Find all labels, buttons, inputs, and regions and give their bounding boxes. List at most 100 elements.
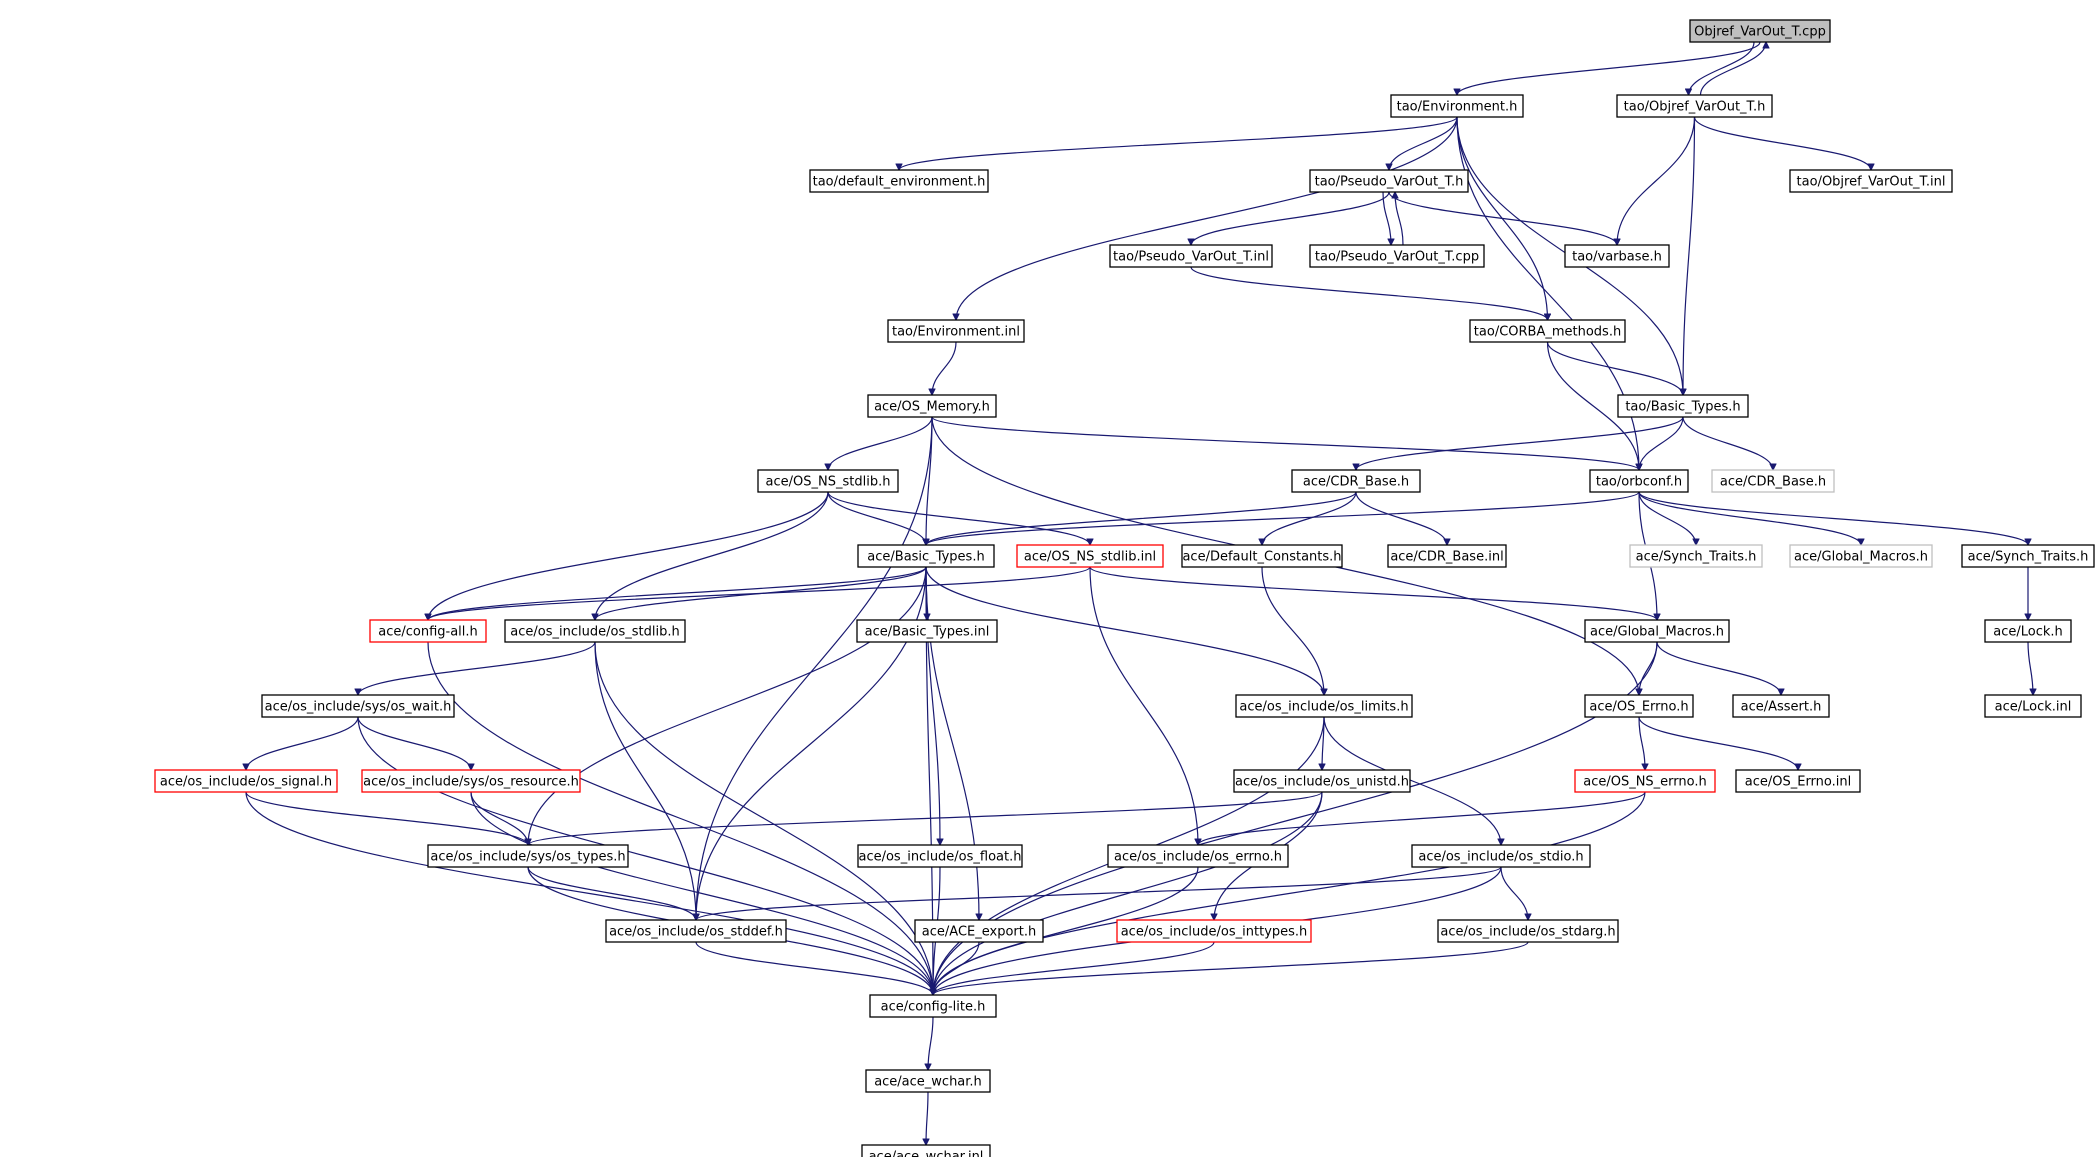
node-ace-os-include-os-stdlib-h[interactable]: ace/os_include/os_stdlib.h [504, 619, 686, 643]
node-box [361, 769, 581, 793]
node-label: ace/Assert.h [1741, 700, 1822, 715]
node-ace-lock-inl[interactable]: ace/Lock.inl [1984, 694, 2082, 718]
node-ace-os-include-os-inttypes-h[interactable]: ace/os_include/os_inttypes.h [1116, 919, 1312, 943]
node-tao-environment-inl[interactable]: tao/Environment.inl [887, 319, 1025, 343]
node-ace-os-memory-h[interactable]: ace/OS_Memory.h [867, 394, 997, 418]
edge-ace-os-memory-h-to-ace-os-ns-stdlib-h [828, 416, 933, 470]
node-tao-pseudo-varout-t-h[interactable]: tao/Pseudo_VarOut_T.h [1309, 169, 1469, 193]
edge-ace-os-ns-stdlib-h-to-ace-basic-types-h [827, 491, 926, 545]
node-ace-basic-types-h[interactable]: ace/Basic_Types.h [857, 544, 995, 568]
node-box [869, 994, 997, 1018]
node-ace-os-include-os-stdio-h[interactable]: ace/os_include/os_stdio.h [1411, 844, 1591, 868]
node-ace-synch-traits-h[interactable]: ace/Synch_Traits.h [1629, 544, 1763, 568]
node-ace-os-ns-stdlib-inl[interactable]: ace/OS_NS_stdlib.inl [1016, 544, 1164, 568]
node-box [1584, 619, 1730, 643]
node-tao-environment-h[interactable]: tao/Environment.h [1390, 94, 1524, 118]
edge-ace-basic-types-h-to-ace-os-include-sys-os-types-h [528, 566, 927, 845]
edge-ace-config-all-h-to-ace-config-lite-h [427, 641, 933, 995]
node-ace-config-all-h[interactable]: ace/config-all.h [369, 619, 487, 643]
node-ace-lock-h[interactable]: ace/Lock.h [1984, 619, 2072, 643]
node-ace-synch-traits-h[interactable]: ace/Synch_Traits.h [1961, 544, 2095, 568]
node-label: ace/os_include/os_limits.h [1239, 700, 1408, 715]
node-ace-os-ns-errno-h[interactable]: ace/OS_NS_errno.h [1574, 769, 1716, 793]
edge-tao-pseudo-varout-t-h-to-tao-varbase-h [1388, 191, 1617, 245]
node-ace-ace-wchar-h[interactable]: ace/ace_wchar.h [865, 1069, 991, 1093]
node-ace-os-errno-inl[interactable]: ace/OS_Errno.inl [1735, 769, 1861, 793]
node-tao-corba-methods-h[interactable]: tao/CORBA_methods.h [1469, 319, 1626, 343]
node-ace-cdr-base-h[interactable]: ace/CDR_Base.h [1291, 469, 1421, 493]
node-label: ace/CDR_Base.h [1720, 475, 1826, 490]
node-ace-os-include-os-errno-h[interactable]: ace/os_include/os_errno.h [1107, 844, 1289, 868]
edge-ace-os-include-sys-os-wait-h-to-ace-os-include-sys-os-resource-h [357, 716, 471, 770]
node-tao-objref-varout-t-inl[interactable]: tao/Objref_VarOut_T.inl [1789, 169, 1953, 193]
node-ace-cdr-base-inl[interactable]: ace/CDR_Base.inl [1387, 544, 1507, 568]
edge-ace-default-constants-h-to-ace-os-include-os-limits-h [1261, 566, 1324, 695]
node-tao-orbconf-h[interactable]: tao/orbconf.h [1589, 469, 1689, 493]
node-ace-ace-wchar-inl[interactable]: ace/ace_wchar.inl [861, 1144, 991, 1157]
node-box [1616, 94, 1773, 118]
node-label: tao/Pseudo_VarOut_T.inl [1113, 250, 1269, 265]
node-tao-varbase-h[interactable]: tao/varbase.h [1564, 244, 1670, 268]
node-box [1235, 694, 1413, 718]
node-box [856, 619, 998, 643]
node-tao-objref-varout-t-h[interactable]: tao/Objref_VarOut_T.h [1616, 94, 1773, 118]
node-tao-pseudo-varout-t-inl[interactable]: tao/Pseudo_VarOut_T.inl [1109, 244, 1273, 268]
node-tao-pseudo-varout-t-cpp[interactable]: tao/Pseudo_VarOut_T.cpp [1309, 244, 1485, 268]
node-ace-os-include-os-unistd-h[interactable]: ace/os_include/os_unistd.h [1233, 769, 1411, 793]
node-ace-os-include-os-stdarg-h[interactable]: ace/os_include/os_stdarg.h [1437, 919, 1619, 943]
edge-ace-config-lite-h-to-ace-ace-wchar-h [928, 1016, 934, 1070]
edge-tao-orbconf-h-to-ace-synch-traits-h [1638, 491, 1696, 545]
node-label: ace/Global_Macros.h [1590, 625, 1724, 640]
node-label: ace/os_include/os_stdarg.h [1440, 925, 1615, 940]
node-ace-os-include-sys-os-wait-h[interactable]: ace/os_include/sys/os_wait.h [261, 694, 455, 718]
node-ace-os-include-os-signal-h[interactable]: ace/os_include/os_signal.h [154, 769, 338, 793]
node-ace-default-constants-h[interactable]: ace/Default_Constants.h [1181, 544, 1343, 568]
node-ace-global-macros-h[interactable]: ace/Global_Macros.h [1789, 544, 1933, 568]
node-ace-ace-export-h[interactable]: ace/ACE_export.h [914, 919, 1044, 943]
node-ace-os-include-os-float-h[interactable]: ace/os_include/os_float.h [857, 844, 1023, 868]
node-ace-basic-types-inl[interactable]: ace/Basic_Types.inl [856, 619, 998, 643]
edge-ace-os-include-sys-os-wait-h-to-ace-config-lite-h [357, 716, 933, 995]
edge-ace-cdr-base-h-to-ace-default-constants-h [1262, 491, 1357, 545]
node-tao-basic-types-h[interactable]: tao/Basic_Types.h [1617, 394, 1749, 418]
node-ace-os-include-sys-os-types-h[interactable]: ace/os_include/sys/os_types.h [427, 844, 629, 868]
node-box [1711, 469, 1835, 493]
node-label: ace/os_include/os_unistd.h [1235, 775, 1409, 790]
node-box [1411, 844, 1591, 868]
node-ace-os-include-os-limits-h[interactable]: ace/os_include/os_limits.h [1235, 694, 1413, 718]
node-label: ace/Lock.inl [1995, 700, 2072, 715]
edge-ace-lock-h-to-ace-lock-inl [2027, 641, 2033, 695]
node-box [1016, 544, 1164, 568]
node-ace-cdr-base-h[interactable]: ace/CDR_Base.h [1711, 469, 1835, 493]
node-label: ace/os_include/os_inttypes.h [1121, 925, 1308, 940]
nodes-layer: Objref_VarOut_T.cpp tao/Environment.h tao/… [154, 19, 2095, 1157]
edge-ace-os-include-os-unistd-h-to-ace-os-include-sys-os-types-h [528, 791, 1323, 846]
node-label: ace/Basic_Types.inl [865, 625, 990, 640]
edge-ace-ace-wchar-h-to-ace-ace-wchar-inl [926, 1091, 928, 1145]
node-box [1589, 469, 1689, 493]
node-ace-assert-h[interactable]: ace/Assert.h [1732, 694, 1830, 718]
node-ace-os-ns-stdlib-h[interactable]: ace/OS_NS_stdlib.h [757, 469, 899, 493]
node-ace-global-macros-h[interactable]: ace/Global_Macros.h [1584, 619, 1730, 643]
edge-ace-os-include-sys-os-resource-h-to-ace-config-lite-h [470, 791, 933, 995]
edge-ace-os-ns-errno-h-to-ace-os-include-os-errno-h [1198, 791, 1646, 846]
node-ace-os-include-os-stddef-h[interactable]: ace/os_include/os_stddef.h [605, 919, 787, 943]
edge-objref-varout-t-cpp-to-tao-environment-h [1457, 41, 1761, 95]
node-label: tao/Basic_Types.h [1625, 400, 1740, 415]
edge-ace-os-include-os-inttypes-h-to-ace-config-lite-h [933, 941, 1215, 995]
node-label: tao/CORBA_methods.h [1474, 325, 1621, 340]
node-ace-config-lite-h[interactable]: ace/config-lite.h [869, 994, 997, 1018]
node-tao-default-environment-h[interactable]: tao/default_environment.h [809, 169, 989, 193]
node-ace-os-errno-h[interactable]: ace/OS_Errno.h [1584, 694, 1694, 718]
node-box [1617, 394, 1749, 418]
node-label: ace/Basic_Types.h [867, 550, 984, 565]
node-label: Objref_VarOut_T.cpp [1694, 25, 1826, 40]
node-ace-os-include-sys-os-resource-h[interactable]: ace/os_include/sys/os_resource.h [361, 769, 581, 793]
node-label: ace/os_include/sys/os_types.h [430, 850, 625, 865]
node-box [1437, 919, 1619, 943]
node-objref-varout-t-cpp[interactable]: Objref_VarOut_T.cpp [1689, 19, 1831, 43]
edge-ace-os-include-os-errno-h-to-ace-config-lite-h [933, 866, 1199, 995]
node-box [1390, 94, 1524, 118]
node-label: tao/Objref_VarOut_T.h [1624, 100, 1766, 115]
